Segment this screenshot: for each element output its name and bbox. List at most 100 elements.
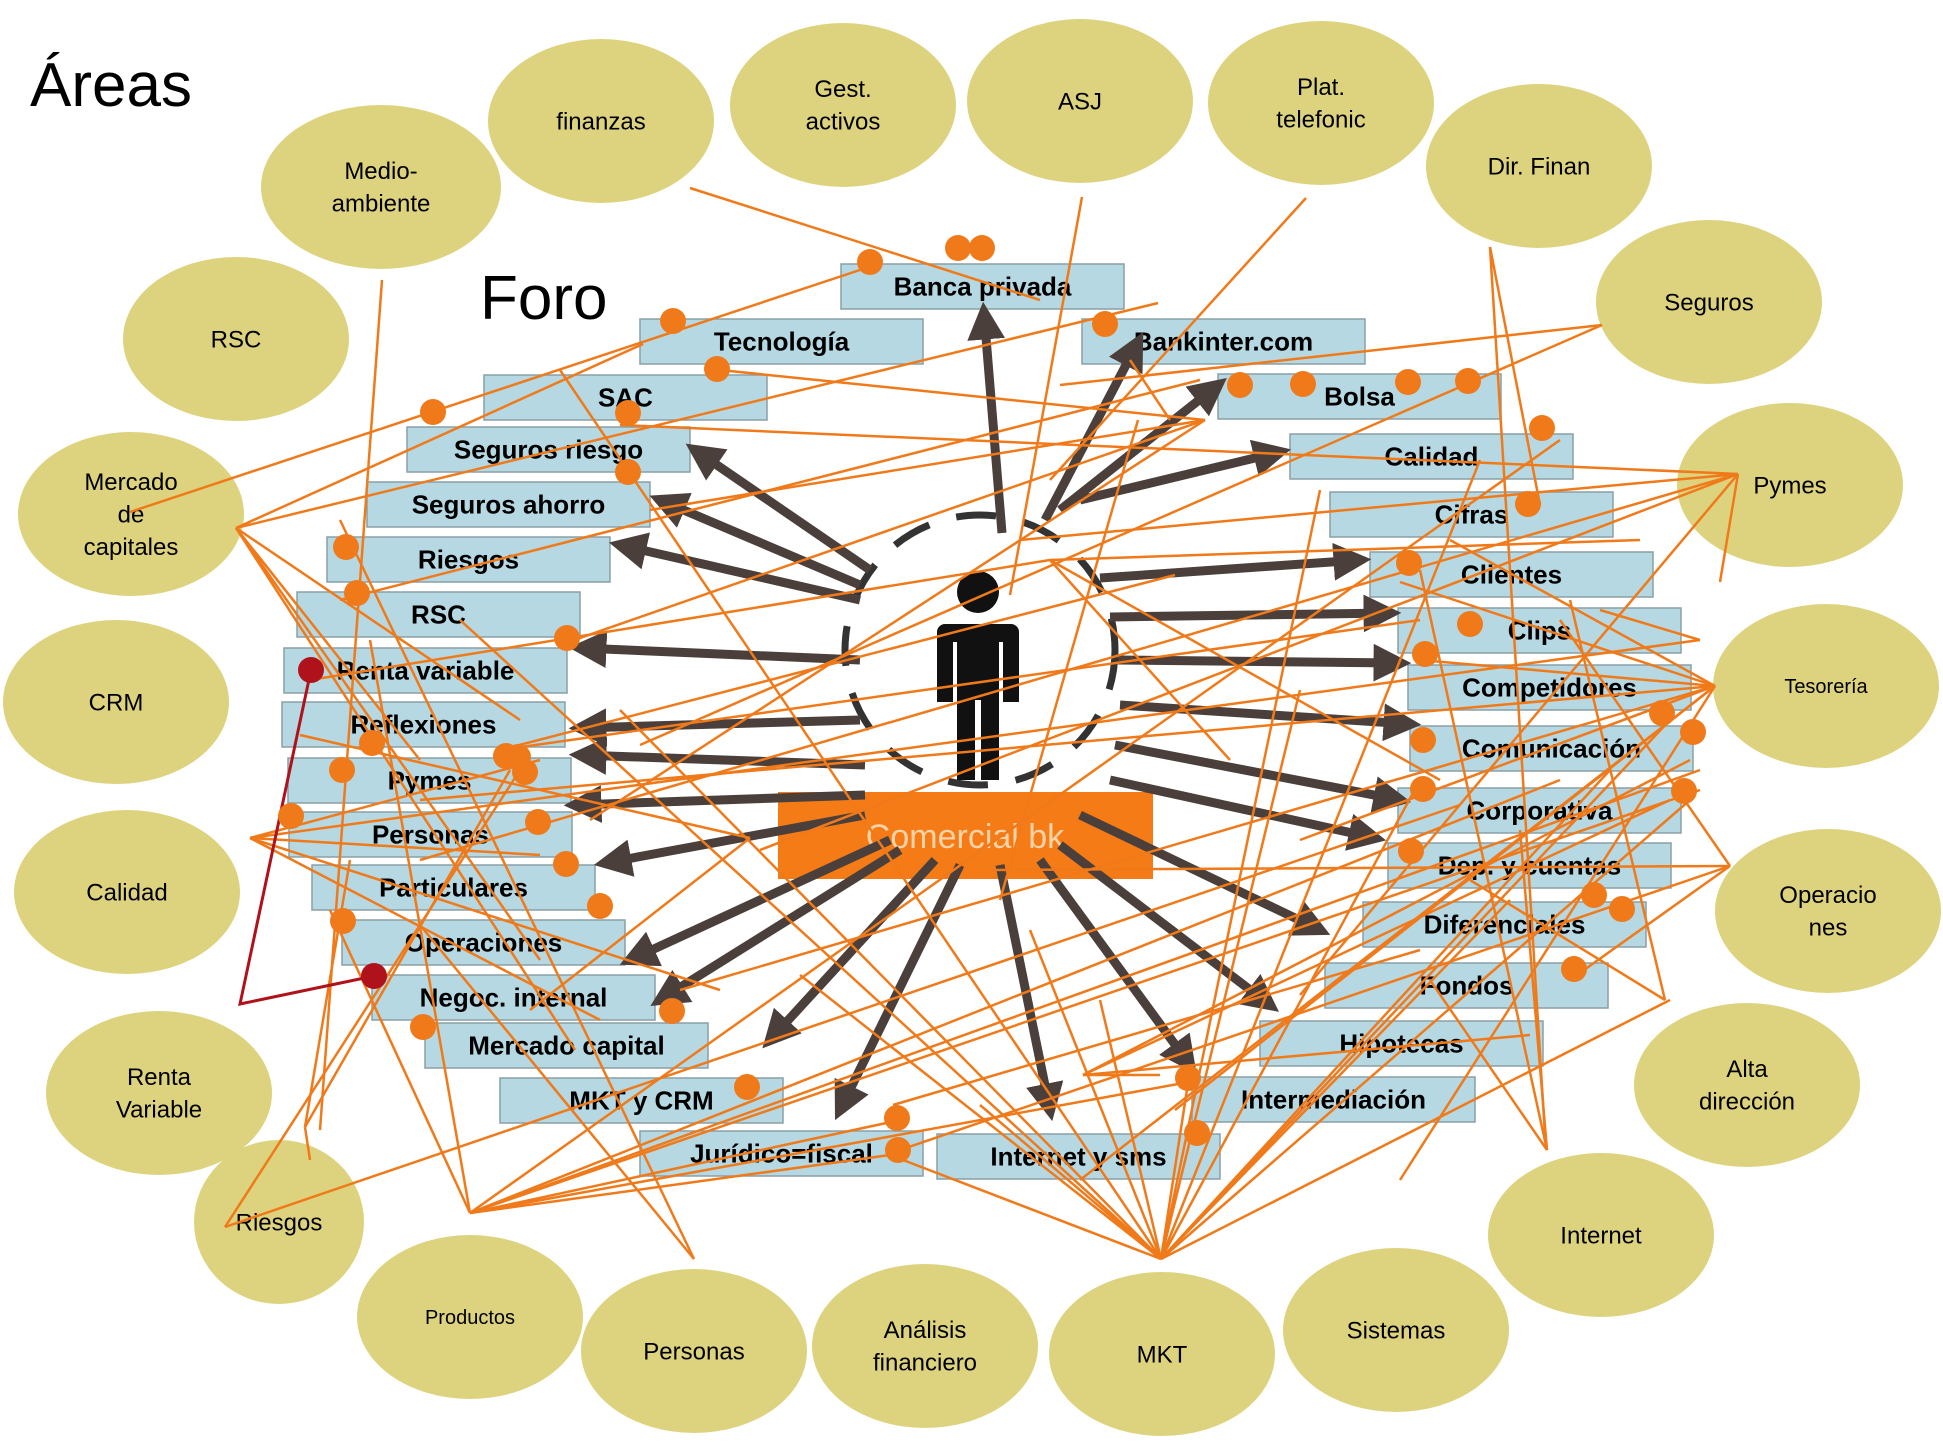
area-asj-label: ASJ <box>1058 88 1102 115</box>
area-seguros: Seguros <box>1596 220 1822 384</box>
link-endpoint-dot <box>1290 371 1316 397</box>
link-endpoint-dot-red <box>361 963 387 989</box>
area-finanzas-label: finanzas <box>556 108 645 135</box>
area-forum-link <box>1569 864 1731 982</box>
area-forum-link <box>1049 538 1641 562</box>
area-analisis-financiero-bubble <box>812 1264 1038 1428</box>
forum-banca-privada: Banca privada <box>840 263 1125 310</box>
area-productos-bubble <box>357 1235 583 1399</box>
area-tesoreria: Tesorería <box>1713 604 1939 768</box>
link-endpoint-dot <box>1680 719 1706 745</box>
area-riesgos-label: Riesgos <box>236 1209 323 1236</box>
hub-arrow <box>1109 594 1402 633</box>
area-forum-link <box>1082 1033 1531 1077</box>
area-finanzas-bubble <box>488 39 714 203</box>
area-rsc: RSC <box>123 257 349 421</box>
link-endpoint-dot <box>857 249 883 275</box>
area-renta-variable-label: Renta <box>127 1064 192 1091</box>
forum-reflexiones-box <box>281 701 566 748</box>
forum-fondos-box <box>1324 962 1609 1009</box>
area-forum-link <box>1019 472 1739 542</box>
area-sistemas-bubble <box>1283 1248 1509 1412</box>
area-forum-link <box>249 836 541 857</box>
link-endpoint-dot <box>660 308 686 334</box>
hub-arrow <box>1114 740 1412 814</box>
link-endpoint-dot <box>1649 700 1675 726</box>
forum-seguros-riesgo: Seguros riesgo <box>406 426 691 473</box>
area-forum-link <box>235 526 521 722</box>
area-forum-link <box>469 778 1561 1215</box>
link-endpoint-dot <box>554 625 580 651</box>
area-forum-link <box>1488 246 1547 1136</box>
link-endpoint-dot <box>969 235 995 261</box>
area-forum-link <box>224 803 1461 1229</box>
area-forum-link <box>989 864 1731 872</box>
link-endpoint-dot <box>884 1105 910 1131</box>
area-rsc-label: RSC <box>211 326 262 353</box>
area-riesgos-bubble <box>194 1140 364 1304</box>
area-plat-telefonic-bubble <box>1208 21 1434 185</box>
forum-banca-privada-label: Banca privada <box>894 272 1072 302</box>
link-endpoint-dot <box>1398 838 1424 864</box>
area-mercado-de-capitales-label: de <box>118 501 145 528</box>
link-endpoint-dot <box>359 730 385 756</box>
hub-arrow <box>1119 700 1422 742</box>
area-forum-link <box>1558 619 1732 867</box>
area-tesoreria-label: Tesorería <box>1784 676 1868 698</box>
areas-heading: Áreas <box>30 51 192 120</box>
link-endpoint-dot <box>1561 956 1587 982</box>
area-plat-telefonic-label: Plat. <box>1297 74 1345 101</box>
area-forum-link <box>892 948 1421 1107</box>
area-forum-link <box>223 769 522 1228</box>
link-endpoint-dot <box>344 580 370 606</box>
link-endpoint-dot <box>1581 882 1607 908</box>
area-forum-link <box>469 1153 891 1215</box>
forum-intermediacion: Intermediación <box>1191 1076 1476 1123</box>
area-forum-link <box>1449 538 1716 688</box>
forum-internet-y-sms-box <box>936 1133 1221 1180</box>
area-mercado-de-capitales-label: Mercado <box>84 469 177 496</box>
area-dir-finan-label: Dir. Finan <box>1488 153 1591 180</box>
area-forum-link <box>235 527 421 761</box>
area-forum-link <box>318 279 384 1131</box>
area-gest-activos-bubble <box>730 23 956 187</box>
area-forum-link <box>639 323 1603 747</box>
forum-juridico-fiscal-label: Jurídico=fiscal <box>690 1139 873 1169</box>
area-forum-link <box>529 837 751 1011</box>
area-forum-link <box>469 438 1561 1215</box>
area-forum-link <box>1159 459 1482 1260</box>
link-endpoint-dot <box>1395 369 1421 395</box>
area-operacio-nes-label: nes <box>1809 915 1848 942</box>
link-endpoint-dot <box>615 459 641 485</box>
link-endpoint-dot-red <box>298 657 324 683</box>
area-gest-activos: Gest.activos <box>730 23 956 187</box>
area-forum-link <box>499 573 1176 752</box>
hub-arrow <box>834 863 965 1121</box>
area-forum-link <box>309 558 1051 682</box>
area-asj: ASJ <box>967 19 1193 183</box>
area-forum-link <box>1160 769 1611 1260</box>
hub-arrow <box>1078 810 1331 936</box>
area-analisis-financiero-label: financiero <box>873 1350 977 1377</box>
area-forum-link <box>249 836 721 992</box>
area-forum-link <box>1159 489 1322 1260</box>
link-endpoint-dot <box>1412 641 1438 667</box>
forum-calidad-label: Calidad <box>1385 442 1479 472</box>
link-endpoint-dot <box>1175 1065 1201 1091</box>
area-forum-link <box>1488 246 1542 506</box>
area-forum-link <box>1518 829 1549 1151</box>
area-productos: Productos <box>357 1235 583 1399</box>
forum-seguros-riesgo-label: Seguros riesgo <box>454 435 643 465</box>
forum-seguros-ahorro: Seguros ahorro <box>366 481 651 528</box>
area-tesoreria-bubble <box>1713 604 1939 768</box>
area-forum-link <box>129 263 876 514</box>
area-forum-link <box>1159 779 1422 1260</box>
area-forum-link <box>619 423 1739 476</box>
area-forum-link <box>1049 558 1441 782</box>
area-forum-link <box>689 186 1041 302</box>
link-endpoint-dot <box>1455 368 1481 394</box>
link-endpoint-dot <box>659 998 685 1024</box>
